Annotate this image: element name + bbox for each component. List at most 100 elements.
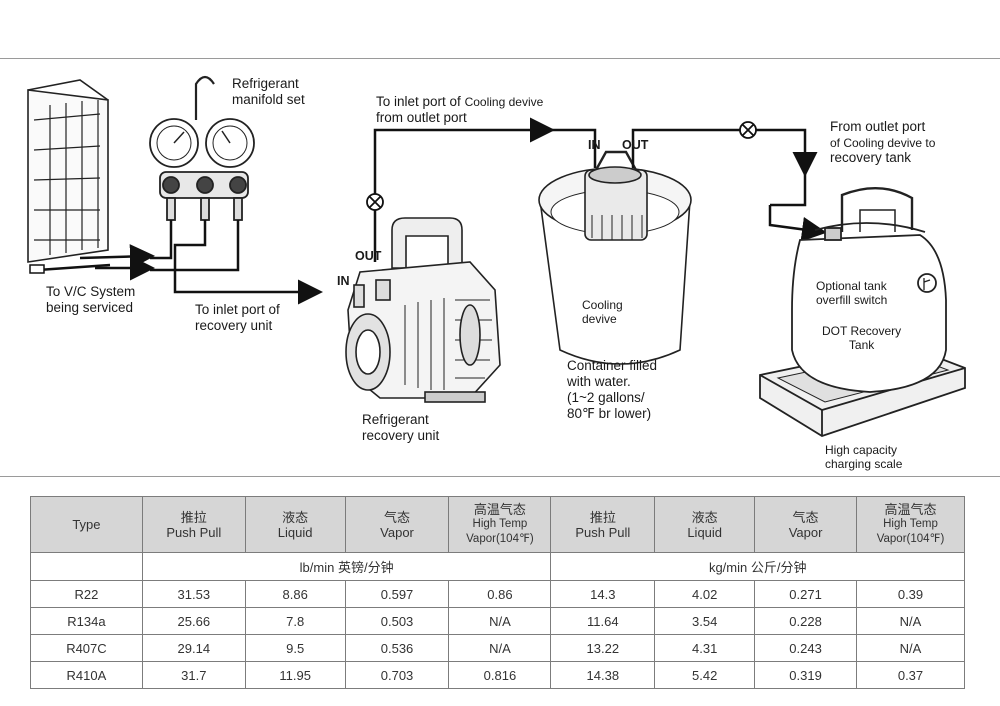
cell: 7.8: [244, 607, 346, 635]
bucket-in-label: IN: [588, 138, 601, 152]
manifold-hoses: [150, 220, 323, 305]
header-en: Liquid: [277, 524, 313, 540]
from-outlet-label: From outlet port: [830, 119, 926, 134]
cell: 0.319: [754, 661, 857, 689]
cell: 31.53: [141, 580, 246, 608]
cell: 0.503: [344, 607, 450, 635]
header-type: Type: [30, 496, 143, 553]
header-cn: 推拉: [589, 509, 616, 525]
cell: 5.42: [654, 661, 756, 689]
cell: 14.38: [550, 661, 656, 689]
cell: 0.37: [856, 661, 965, 689]
cell-type: R134a: [30, 607, 143, 635]
cell: 0.816: [448, 661, 552, 689]
header-en: High Temp: [472, 518, 528, 530]
to-cooling-inlet-label: To inlet port of Cooling devive: [376, 94, 543, 110]
cell: 0.271: [754, 580, 857, 608]
cell: 9.5: [244, 634, 346, 662]
cell: 29.14: [141, 634, 246, 662]
header-cn: 推拉: [180, 509, 207, 525]
units-lb-cell: lb/min 英镑/分钟: [141, 552, 552, 581]
pump-in-label: IN: [337, 274, 350, 288]
cell: N/A: [856, 634, 965, 662]
vc-system-label: To V/C System being serviced: [46, 284, 136, 315]
manifold-label: Refrigerant manifold set: [232, 76, 305, 107]
cooling-devive-small-text: Cooling devive: [464, 95, 544, 109]
refrigerant-recovery-diagram: [27, 75, 966, 437]
table-row: R22 31.53 8.86 0.597 0.86 14.3 4.02 0.27…: [30, 580, 965, 608]
valve-icon-2: [739, 121, 757, 139]
cell: 11.95: [244, 661, 346, 689]
cell: 0.228: [754, 607, 857, 635]
header-type-text: Type: [72, 517, 101, 532]
header-cn: 高温气态: [884, 502, 937, 517]
to-recovery-inlet-label: To inlet port of recovery unit: [195, 302, 280, 333]
cooling-to-tank-line: [631, 128, 827, 242]
cell: 25.66: [141, 607, 246, 635]
cell: 0.39: [856, 580, 965, 608]
cooling-devive-to-label: of Cooling devive to: [830, 136, 936, 150]
container-label: Container filled with water. (1~2 gallon…: [567, 358, 658, 421]
table-row: R407C 29.14 9.5 0.536 N/A 13.22 4.31 0.2…: [30, 634, 965, 662]
recovery-unit-pump: [345, 217, 501, 403]
cell-type: R410A: [30, 661, 143, 689]
scale-label: High capacity charging scale: [825, 443, 903, 471]
from-outlet-port-label: from outlet port: [376, 110, 467, 125]
middle-divider: [0, 476, 1000, 477]
recovery-unit-label: Refrigerant recovery unit: [362, 412, 440, 443]
cell: 4.31: [654, 634, 756, 662]
cell: 4.02: [654, 580, 756, 608]
top-divider: [0, 58, 1000, 59]
cell: 0.703: [344, 661, 450, 689]
to-cooling-inlet-text: To inlet port of: [376, 94, 465, 109]
header-en: Vapor: [380, 524, 414, 540]
valve-icon: [366, 193, 384, 211]
cell: 14.3: [550, 580, 656, 608]
cell-type: R407C: [30, 634, 143, 662]
vc-hoses: [29, 244, 155, 281]
pump-to-cooling-line: [373, 117, 597, 262]
recovery-tank-label: recovery tank: [830, 150, 912, 165]
cooling-container: [538, 150, 692, 365]
header-en2: Vapor(104℉): [466, 533, 534, 545]
cell: 11.64: [550, 607, 656, 635]
cell-type: R22: [30, 580, 143, 608]
dot-tank-label: DOT Recovery Tank: [822, 324, 902, 352]
units-blank-cell: [30, 552, 143, 581]
table-row: R134a 25.66 7.8 0.503 N/A 11.64 3.54 0.2…: [30, 607, 965, 635]
header-cn: 气态: [384, 509, 411, 525]
header-en: Push Pull: [575, 524, 631, 540]
bucket-out-label: OUT: [622, 138, 649, 152]
pump-out-label: OUT: [355, 249, 382, 263]
header-cn: 气态: [792, 509, 819, 525]
cell: 0.536: [344, 634, 450, 662]
condenser-unit: [27, 79, 109, 263]
units-kg-cell: kg/min 公斤/分钟: [550, 552, 965, 581]
cell: N/A: [448, 634, 552, 662]
cell: 8.86: [244, 580, 346, 608]
cell: N/A: [856, 607, 965, 635]
recovery-tank: [791, 186, 947, 393]
overfill-switch-label: Optional tank overfill switch: [816, 279, 888, 307]
cooling-devive-label: Cooling devive: [582, 298, 623, 326]
cell: 0.597: [344, 580, 450, 608]
header-en: Push Pull: [166, 524, 222, 540]
cell: 0.86: [448, 580, 552, 608]
cell: 13.22: [550, 634, 656, 662]
header-en: Vapor: [788, 524, 823, 540]
header-en2: Vapor(104℉): [876, 533, 945, 545]
header-cn: 液态: [282, 509, 309, 525]
cell: 0.243: [754, 634, 857, 662]
cell: N/A: [448, 607, 552, 635]
header-cn: 液态: [691, 509, 718, 525]
